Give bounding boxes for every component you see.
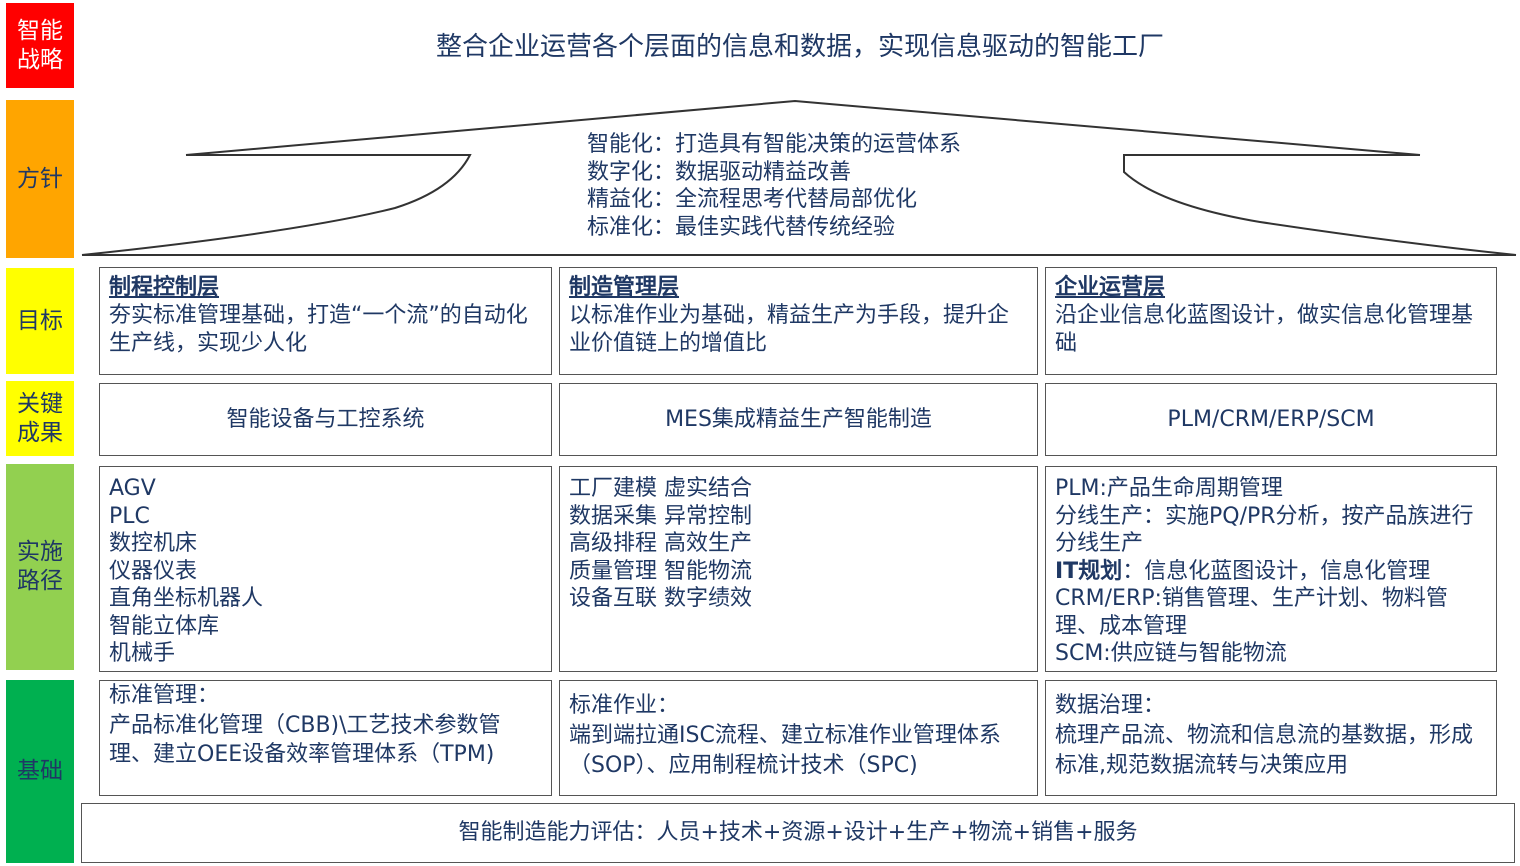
path-item: 直角坐标机器人 [109,586,264,611]
path-item: 高级排程 高效生产 [569,531,752,556]
goal-box-enterprise-operation: 企业运营层 沿企业信息化蓝图设计，做实信息化管理基础 [1045,267,1497,375]
label-policy: 方针 [6,100,74,258]
goal-box-manufacturing-management: 制造管理层 以标准作业为基础，精益生产为手段，提升企业价值链上的增值比 [559,267,1038,375]
principle-item: 精益化：全流程思考代替局部优化 [587,187,918,212]
path-item: PLC [109,503,150,529]
path-item: 质量管理 智能物流 [569,558,752,584]
path-item: 数控机床 [109,531,198,556]
label-key-result: 关键 成果 [6,381,74,456]
path-item-text: ：信息化蓝图设计，信息化管理 [1122,558,1431,584]
principle-item: 数字化：数据驱动精益改善 [587,159,852,185]
foundation-title: 数据治理： [1055,693,1166,718]
path-item: 分线生产：实施PQ/PR分析，按产品族进行分线生产 [1055,503,1487,558]
principle-item: 标准化：最佳实践代替传统经验 [587,214,896,240]
path-box-manufacturing-management: 工厂建模 虚实结合 数据采集 异常控制 高级排程 高效生产 质量管理 智能物流 … [559,466,1038,672]
path-item: AGV [109,476,156,501]
path-item: 设备互联 数字绩效 [569,586,752,611]
strategy-statement: 整合企业运营各个层面的信息和数据，实现信息驱动的智能工厂 [435,32,1164,62]
path-item: SCM:供应链与智能物流 [1055,640,1487,668]
goal-text: 以标准作业为基础，精益生产为手段，提升企业价值链上的增值比 [569,303,1010,356]
foundation-box-standard-work: 标准作业： 端到端拉通ISC流程、建立标准作业管理体系（SOP）、应用制程梳计技… [559,680,1038,796]
label-goal: 目标 [6,268,74,374]
label-foundation: 基础 [6,680,74,863]
foundation-text: 端到端拉通ISC流程、建立标准作业管理体系（SOP）、应用制程梳计技术（SPC) [569,723,1001,778]
goal-title: 制造管理层 [569,275,680,300]
assessment-text: 智能制造能力评估：人员+技术+资源+设计+生产+物流+销售+服务 [458,820,1138,845]
path-item-text: 分线生产：实施PQ/PR分析，按产品族进行分线生产 [1055,503,1474,557]
path-item: 仪器仪表 [109,558,198,584]
path-item-bold: IT规划 [1055,558,1123,584]
key-result-box: PLM/CRM/ERP/SCM [1045,383,1497,456]
path-box-enterprise-operation: PLM:产品生命周期管理 分线生产：实施PQ/PR分析，按产品族进行分线生产 I… [1045,466,1497,672]
key-result-box: 智能设备与工控系统 [99,383,552,456]
goal-text: 夯实标准管理基础，打造“一个流”的自动化生产线，实现少人化 [109,303,528,356]
path-item: CRM/ERP:销售管理、生产计划、物料管理、成本管理 [1055,585,1487,640]
path-box-process-control: AGV PLC 数控机床 仪器仪表 直角坐标机器人 智能立体库 机械手 [99,466,552,672]
goal-box-process-control: 制程控制层 夯实标准管理基础，打造“一个流”的自动化生产线，实现少人化 [99,267,552,375]
path-item: IT规划：信息化蓝图设计，信息化管理 [1055,558,1487,586]
key-result-text: PLM/CRM/ERP/SCM [1167,406,1375,432]
label-path: 实施 路径 [6,464,74,670]
foundation-text: 梳理产品流、物流和信息流的基数据，形成标准,规范数据流转与决策应用 [1055,723,1474,778]
foundation-box-data-governance: 数据治理： 梳理产品流、物流和信息流的基数据，形成标准,规范数据流转与决策应用 [1045,680,1497,796]
key-result-text: MES集成精益生产智能制造 [665,406,932,432]
capability-assessment: 智能制造能力评估：人员+技术+资源+设计+生产+物流+销售+服务 [81,803,1515,863]
key-result-text: 智能设备与工控系统 [226,406,425,432]
label-strategy: 智能 战略 [6,3,74,88]
path-item-text: CRM/ERP:销售管理、生产计划、物料管理、成本管理 [1055,586,1448,639]
foundation-text: 产品标准化管理（CBB)\工艺技术参数管理、建立OEE设备效率管理体系（TPM) [109,712,501,768]
principles-list: 智能化：打造具有智能决策的运营体系 数字化：数据驱动精益改善 精益化：全流程思考… [587,131,961,241]
path-item: PLM:产品生命周期管理 [1055,475,1487,503]
foundation-title: 标准作业： [569,693,680,718]
path-item: 机械手 [109,641,176,666]
key-result-box: MES集成精益生产智能制造 [559,383,1038,456]
path-item-text: PLM:产品生命周期管理 [1055,476,1283,501]
goal-text: 沿企业信息化蓝图设计，做实信息化管理基础 [1055,303,1474,356]
goal-title: 制程控制层 [109,275,220,300]
path-item: 数据采集 异常控制 [569,503,752,529]
foundation-title: 标准管理： [109,683,220,708]
path-item-text: SCM:供应链与智能物流 [1055,641,1287,666]
foundation-box-standard-management: 标准管理： 产品标准化管理（CBB)\工艺技术参数管理、建立OEE设备效率管理体… [99,680,552,796]
path-item: 工厂建模 虚实结合 [569,476,752,501]
principle-item: 智能化：打造具有智能决策的运营体系 [587,132,962,157]
path-item: 智能立体库 [109,613,220,639]
goal-title: 企业运营层 [1055,275,1166,300]
